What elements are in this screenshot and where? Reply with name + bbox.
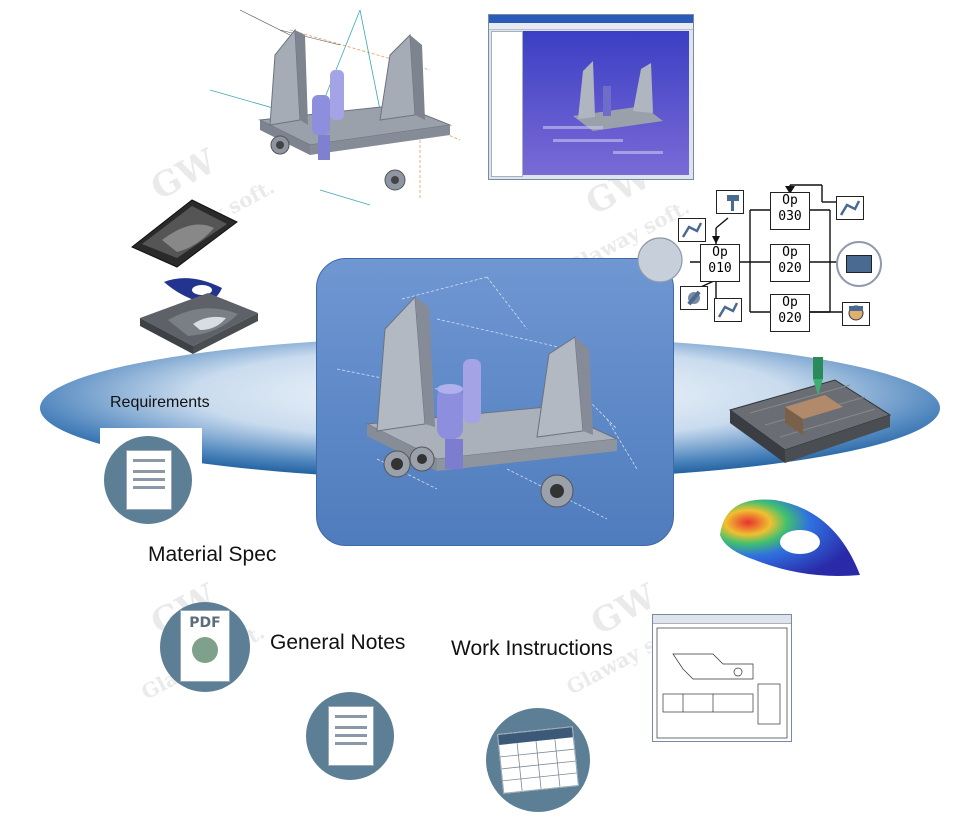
tool-icon (680, 286, 708, 310)
op-box-020-bottom: Op 020 (770, 294, 810, 332)
work-instructions-label: Work Instructions (451, 637, 613, 660)
mould-block-black (131, 199, 238, 268)
material-spec-label: Material Spec (148, 543, 277, 566)
center-model-panel (316, 258, 674, 546)
process-flow-diagram (637, 184, 850, 313)
window-title-bar (489, 15, 693, 23)
feature-tree-panel (491, 31, 523, 177)
op-010-line2: 010 (708, 261, 732, 276)
window-menu-bar (489, 23, 693, 30)
op-box-030: Op 030 (770, 192, 810, 230)
op-020a-line1: Op (782, 245, 798, 260)
pdf-badge: PDF (189, 615, 221, 631)
hammer-icon (716, 190, 744, 214)
op-box-020-middle: Op 020 (770, 244, 810, 282)
machine-icon-circle (836, 241, 882, 287)
viewport-model (543, 61, 663, 154)
fea-blade-result (720, 499, 860, 576)
cad-software-window (488, 14, 694, 180)
robot-arm-icon-2 (836, 196, 864, 220)
drawing-sheet-window (652, 614, 792, 742)
sheet-drawing (656, 627, 788, 739)
center-part-model (336, 276, 638, 520)
op-030-line2: 030 (778, 209, 802, 224)
op-020b-line1: Op (782, 295, 798, 310)
sheet-toolbar (653, 615, 791, 624)
document-icon (126, 450, 172, 510)
machine-icon (846, 255, 872, 273)
cnc-machine-table (728, 357, 892, 463)
spreadsheet-icon (497, 726, 579, 794)
op-box-010: Op 010 (700, 244, 740, 282)
requirements-doc-circle (104, 436, 192, 524)
viewport-panel (523, 31, 689, 175)
notes-document-icon (328, 706, 374, 766)
pdf-globe-icon (192, 637, 218, 663)
requirements-label: Requirements (110, 394, 210, 411)
mould-block-gray (140, 293, 258, 354)
work-instructions-circle (486, 708, 590, 812)
op-020a-line2: 020 (778, 261, 802, 276)
general-notes-doc-circle (306, 692, 394, 780)
op-030-line1: Op (782, 193, 798, 208)
op-020b-line2: 020 (778, 311, 802, 326)
op-010-line1: Op (712, 245, 728, 260)
robot-arm-icon (678, 218, 706, 242)
robot-arm-icon-3 (714, 298, 742, 322)
general-notes-label: General Notes (270, 631, 406, 654)
pdf-document-icon: PDF (180, 610, 230, 682)
operator-icon (842, 302, 870, 326)
cad-drawing-top (209, 9, 461, 206)
pdf-doc-circle: PDF (160, 602, 250, 692)
